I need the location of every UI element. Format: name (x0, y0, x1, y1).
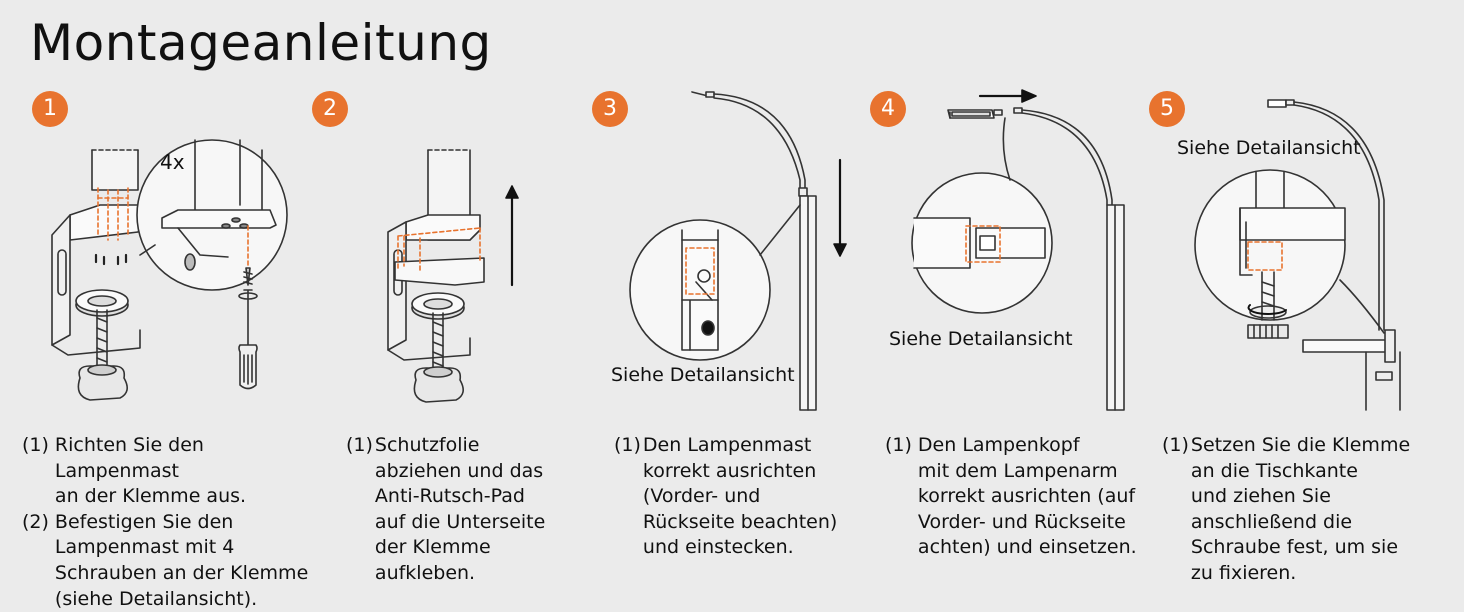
instruction-number: (1) (614, 434, 641, 456)
instruction-text: Befestigen Sie den Lampenmast mit 4 Schr… (54, 510, 309, 610)
step-5-instructions: (1) Setzen Sie die Klemme an die Tischka… (1162, 433, 1457, 587)
step-5-illustration (1194, 99, 1401, 411)
instruction-item: (1) Schutzfolie abziehen und das Anti-Ru… (346, 433, 576, 587)
instruction-text: Den Lampenmast korrekt ausrichten (Vorde… (642, 434, 838, 559)
instruction-number: (1) (346, 434, 373, 456)
instruction-text: Richten Sie den Lampenmast an der Klemme… (54, 434, 247, 508)
step-4-instructions: (1) Den Lampenkopf mit dem Lampenarm kor… (885, 433, 1155, 561)
step-4-detail-label: Siehe Detailansicht (889, 328, 1073, 350)
instruction-text: Den Lampenkopf mit dem Lampenarm korrekt… (917, 434, 1137, 559)
step-2-illustration (387, 149, 519, 403)
step-3-instructions: (1) Den Lampenmast korrekt ausrichten (V… (614, 433, 864, 561)
step-1-instructions: (1) Richten Sie den Lampenmast an der Kl… (22, 433, 322, 612)
instruction-item: (1) Den Lampenmast korrekt ausrichten (V… (614, 433, 864, 561)
instruction-number: (1) (885, 434, 912, 456)
instruction-text: Schutzfolie abziehen und das Anti-Rutsch… (374, 434, 546, 584)
instruction-item: (1) Setzen Sie die Klemme an die Tischka… (1162, 433, 1457, 587)
step-4-illustration (911, 89, 1125, 411)
step-3-detail-label: Siehe Detailansicht (611, 364, 795, 386)
instruction-number: (2) (22, 510, 49, 533)
instruction-text: Setzen Sie die Klemme an die Tischkante … (1190, 434, 1411, 584)
instruction-item: (1) Den Lampenkopf mit dem Lampenarm kor… (885, 433, 1155, 561)
step-1-badge: 1 (32, 91, 68, 127)
step-2-badge: 2 (312, 91, 348, 127)
step-5-badge: 5 (1149, 91, 1185, 127)
page-title: Montageanleitung (30, 14, 492, 72)
instruction-item: (1) Richten Sie den Lampenmast an der Kl… (22, 433, 322, 510)
instruction-item: (2) Befestigen Sie den Lampenmast mit 4 … (22, 510, 322, 612)
step-3-badge: 3 (592, 91, 628, 127)
step-2-instructions: (1) Schutzfolie abziehen und das Anti-Ru… (346, 433, 576, 587)
step-3-illustration (629, 91, 847, 411)
step-4-badge: 4 (870, 91, 906, 127)
step-1-multiplier-label: 4x (160, 150, 185, 174)
instruction-number: (1) (1162, 434, 1189, 456)
step-1-illustration (51, 139, 288, 401)
step-5-detail-label: Siehe Detailansicht (1177, 137, 1361, 159)
instruction-number: (1) (22, 434, 49, 456)
